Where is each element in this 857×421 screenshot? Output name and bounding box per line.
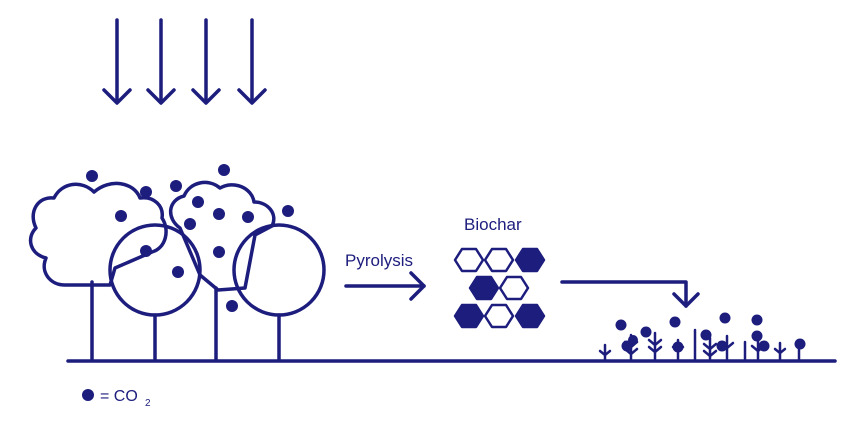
seedling-icon [647, 331, 663, 361]
co2-dot-icon [115, 210, 127, 222]
biochar-to-soil-arrow [560, 280, 700, 308]
pyrolysis-arrow [344, 271, 426, 301]
hexagon-icon [453, 247, 485, 273]
co2-dot-icon [615, 319, 627, 331]
trees [28, 180, 326, 361]
down-arrow-icon [237, 18, 267, 105]
co2-dot-icon [700, 329, 712, 341]
seedling-icon [598, 343, 612, 361]
co2-dot-icon [170, 180, 182, 192]
pyrolysis-label: Pyrolysis [345, 251, 413, 270]
down-arrow-icon [102, 18, 132, 105]
legend-text: = CO [100, 388, 138, 405]
down-arrow-icon [191, 18, 221, 105]
hexagon-icon [453, 303, 485, 329]
seedling-icon [702, 336, 718, 361]
co2-dot-icon [640, 326, 652, 338]
down-arrow-icon [146, 18, 176, 105]
seedling-icon [773, 341, 787, 361]
co2-dot-icon [140, 245, 152, 257]
co2-dot-icon [82, 389, 94, 401]
co2-dot-icon [794, 338, 806, 350]
co2-dot-icon [86, 170, 98, 182]
hexagon-icon [514, 303, 546, 329]
co2-dot-icon [218, 164, 230, 176]
hexagon-icon [514, 247, 546, 273]
biochar-hexagons [453, 247, 546, 329]
co2-dot-icon [172, 266, 184, 278]
co2-dot-icon [716, 340, 728, 352]
co2-dot-icon [672, 341, 684, 353]
co2-dot-icon [242, 211, 254, 223]
hexagon-icon [483, 303, 515, 329]
co2-dot-icon [282, 205, 294, 217]
co2-dots [86, 164, 806, 353]
co2-dot-icon [719, 312, 731, 324]
tree-canopy-back-left [28, 181, 168, 287]
legend-subscript: 2 [145, 398, 151, 409]
co2-dot-icon [192, 196, 204, 208]
co2-dot-icon [751, 314, 763, 326]
hexagon-icon [483, 247, 515, 273]
sunlight-arrows [102, 18, 267, 105]
co2-dot-icon [184, 218, 196, 230]
co2-dot-icon [140, 186, 152, 198]
legend: = CO 2 [82, 388, 151, 409]
co2-dot-icon [758, 340, 770, 352]
co2-dot-icon [628, 335, 638, 345]
hexagon-icon [468, 275, 500, 301]
co2-dot-icon [669, 316, 681, 328]
co2-dot-icon [226, 300, 238, 312]
tree-canopy-back-right [169, 180, 276, 292]
co2-dot-icon [751, 330, 763, 342]
co2-dot-icon [213, 208, 225, 220]
co2-dot-icon [213, 246, 225, 258]
biochar-label: Biochar [464, 215, 522, 234]
hexagon-icon [498, 275, 530, 301]
tree-canopy-front-left [108, 223, 202, 317]
